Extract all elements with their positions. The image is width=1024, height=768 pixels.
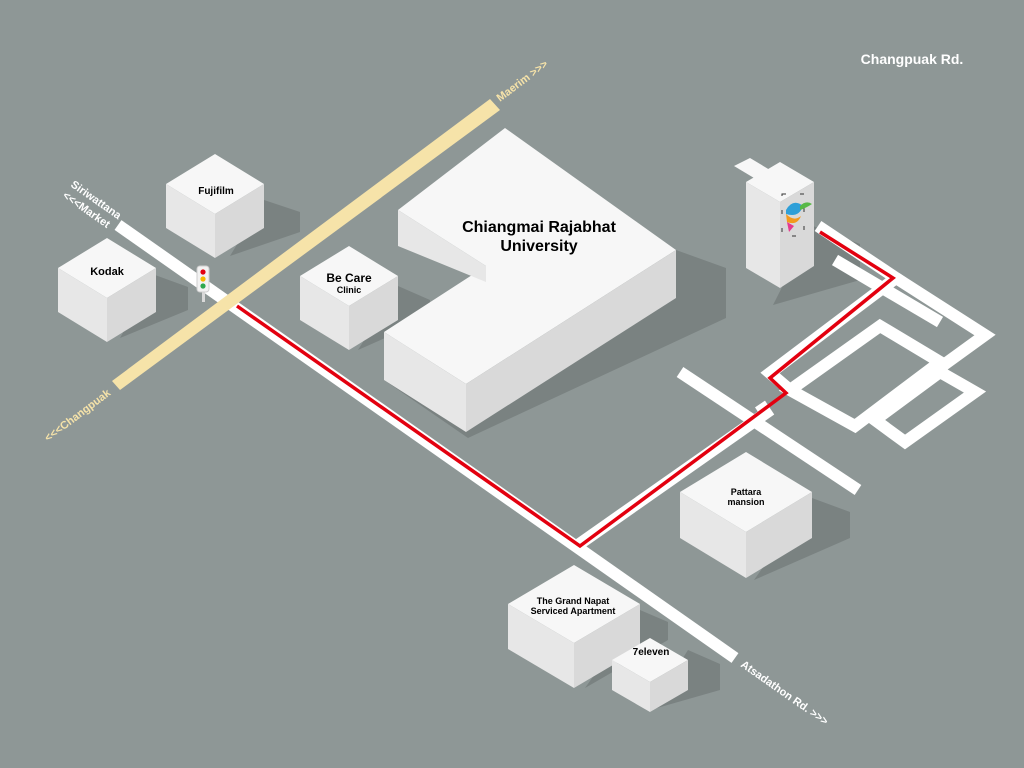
fujifilm-label: Fujifilm	[198, 186, 234, 197]
main-road-changpuak	[112, 99, 500, 390]
building-pattara-mansion[interactable]: Pattara mansion	[680, 452, 812, 578]
map-title: Changpuak Rd.	[861, 51, 964, 67]
building-chiangmai-rajabhat-university[interactable]: Chiangmai Rajabhat University	[384, 128, 676, 432]
pattara-line1: Pattara	[731, 487, 763, 497]
grandnapat-line2: Serviced Apartment	[531, 606, 616, 616]
becare-subtitle: Clinic	[337, 285, 362, 295]
seveneleven-label: 7eleven	[633, 647, 670, 658]
road-label-maerim: Maerim >>>	[495, 58, 551, 104]
becare-title: Be Care	[326, 271, 372, 285]
grid-road-block	[778, 318, 951, 434]
cross-road	[676, 366, 862, 496]
building-destination-tower[interactable]	[734, 158, 814, 288]
route-path	[235, 230, 896, 549]
pattara-line2: mansion	[727, 497, 764, 507]
grid-road-mid	[831, 254, 944, 328]
grid-road-block-2	[864, 364, 987, 450]
siriwattana-road	[114, 220, 739, 663]
building-fujifilm[interactable]: Fujifilm	[166, 154, 264, 258]
building-grand-napat[interactable]: The Grand Napat Serviced Apartment	[508, 565, 640, 688]
kodak-label: Kodak	[90, 266, 125, 278]
university-name-line2: University	[500, 238, 577, 255]
traffic-light-icon	[196, 265, 210, 302]
building-kodak[interactable]: Kodak	[58, 238, 156, 342]
building-becare-clinic[interactable]: Be Care Clinic	[300, 246, 398, 350]
destination-logo-icon	[781, 193, 812, 237]
road-label-atsadathon: Atsadathon Rd. >>>	[738, 659, 830, 728]
road-label-changpuak: <<<Changpuak	[43, 387, 114, 445]
grandnapat-line1: The Grand Napat	[537, 596, 610, 606]
university-name-line1: Chiangmai Rajabhat	[462, 219, 616, 236]
building-7eleven[interactable]: 7eleven	[612, 638, 688, 712]
